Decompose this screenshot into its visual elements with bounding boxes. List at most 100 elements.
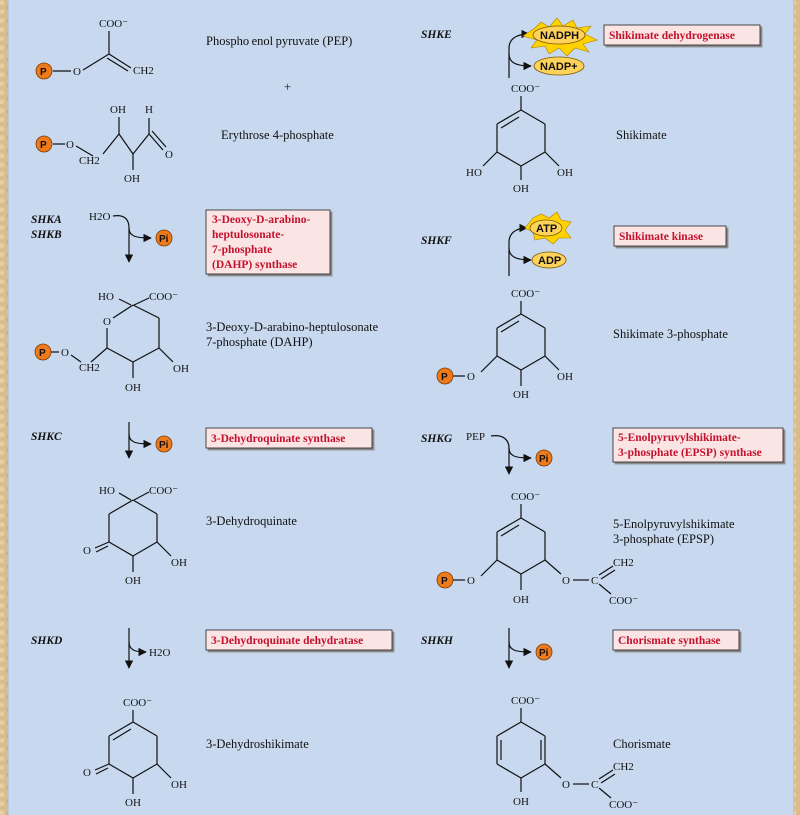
gene-shkd: SHKD xyxy=(31,635,63,647)
reaction-arrow-2: Pi xyxy=(124,422,173,459)
e4p-oh-bottom: OH xyxy=(124,173,140,185)
reaction-arrow-4: NADPH NADP+ xyxy=(508,17,598,78)
atp-label: ATP xyxy=(536,223,557,235)
phosphate-icon xyxy=(436,367,454,385)
gene-shkh: SHKH xyxy=(421,635,454,647)
gene-shkg: SHKG xyxy=(421,433,453,445)
enzyme-dahp-synthase-l4: (DAHP) synthase xyxy=(212,259,297,271)
epsp-o-left: O xyxy=(467,575,475,587)
enzyme-shikimate-dehydrogenase: Shikimate dehydrogenase xyxy=(609,30,735,42)
dahp-name-l1: 3-Deoxy-D-arabino-heptulosonate xyxy=(206,320,379,334)
shik-oh-right: OH xyxy=(557,167,573,179)
dahp-oh-bottom: OH xyxy=(125,382,141,394)
pep-ch2: CH2 xyxy=(133,65,154,77)
reaction-arrow-7: Pi xyxy=(504,628,553,669)
dhs-name: 3-Dehydroshikimate xyxy=(206,737,309,751)
pi-label: Pi xyxy=(159,234,169,245)
s3p-o: O xyxy=(467,371,475,383)
h2o-out: H2O xyxy=(149,647,170,659)
chor-coo-side: COO⁻ xyxy=(609,799,638,811)
pi-label: Pi xyxy=(539,648,549,659)
pi-icon xyxy=(155,229,173,247)
s3p-coo: COO⁻ xyxy=(511,288,540,300)
enzyme-epsp-synthase-l1: 5-Enolpyruvylshikimate- xyxy=(618,432,741,444)
enzyme-box-shikimate-dehydrogenase xyxy=(603,24,761,46)
enzyme-box-shikimate-kinase xyxy=(613,225,727,247)
epsp-c: C xyxy=(591,575,598,587)
s3p-structure: COO⁻ O P OH OH xyxy=(436,288,573,401)
dahp-ho: HO xyxy=(98,291,114,303)
dhq-structure: HO COO⁻ O OH OH xyxy=(83,485,187,587)
reaction-arrow-5: ATP ADP xyxy=(508,211,572,276)
pi-label: Pi xyxy=(159,440,169,451)
epsp-ch2: CH2 xyxy=(613,557,634,569)
pi-icon xyxy=(535,643,553,661)
nadp-badge xyxy=(533,56,585,76)
dhq-coo: COO⁻ xyxy=(149,485,178,497)
chor-coo: COO⁻ xyxy=(511,695,540,707)
enzyme-box-dhq-synthase xyxy=(205,427,373,449)
dhq-o: O xyxy=(83,545,91,557)
chor-o-right: O xyxy=(562,779,570,791)
phosphate-label: P xyxy=(40,140,47,151)
dhq-name: 3-Dehydroquinate xyxy=(206,514,297,528)
phosphate-icon xyxy=(35,62,53,80)
gene-shka: SHKA xyxy=(31,214,62,226)
shikimate-pathway-diagram: COO⁻ CH2 O P Phospho enol pyruvate (PEP)… xyxy=(31,17,784,811)
enzyme-dahp-synthase-l2: heptulosonate- xyxy=(212,229,284,241)
adp-label: ADP xyxy=(538,255,561,267)
chorismate-name: Chorismate xyxy=(613,737,671,751)
dhs-coo: COO⁻ xyxy=(123,697,152,709)
epsp-o-right: O xyxy=(562,575,570,587)
dhq-oh-right: OH xyxy=(171,557,187,569)
pi-label: Pi xyxy=(539,454,549,465)
dahp-name-l2: 7-phosphate (DAHP) xyxy=(206,335,313,349)
atp-badge xyxy=(529,219,563,237)
nadph-label: NADPH xyxy=(540,30,579,42)
phosphate-icon xyxy=(436,571,454,589)
enzyme-box-dhq-dehydratase xyxy=(205,629,393,651)
diagram-panel: COO⁻ CH2 O P Phospho enol pyruvate (PEP)… xyxy=(8,0,794,815)
shik-ho: HO xyxy=(466,167,482,179)
dahp-oh-right: OH xyxy=(173,363,189,375)
enzyme-epsp-synthase-l2: 3-phosphate (EPSP) synthase xyxy=(618,447,762,459)
epsp-structure: COO⁻ O P OH O C CH2 COO⁻ xyxy=(436,491,638,607)
chor-ch2: CH2 xyxy=(613,761,634,773)
dahp-structure: HO COO⁻ O OH OH CH2 O P xyxy=(34,291,189,394)
s3p-oh-bottom: OH xyxy=(513,389,529,401)
phosphate-label: P xyxy=(441,576,448,587)
dahp-ring-o: O xyxy=(103,316,111,328)
enzyme-box-dahp-synthase xyxy=(205,209,331,275)
epsp-coo: COO⁻ xyxy=(511,491,540,503)
phosphate-icon xyxy=(35,135,53,153)
e4p-o-ald: O xyxy=(165,149,173,161)
h2o-in: H2O xyxy=(89,211,110,223)
pep-name: Phospho enol pyruvate (PEP) xyxy=(206,34,352,48)
epsp-coo-side: COO⁻ xyxy=(609,595,638,607)
pep-in: PEP xyxy=(466,431,485,443)
pep-o: O xyxy=(73,66,81,78)
shik-coo: COO⁻ xyxy=(511,83,540,95)
e4p-h: H xyxy=(145,104,153,116)
adp-badge xyxy=(531,251,567,269)
dahp-ch2: CH2 xyxy=(79,362,100,374)
pi-icon xyxy=(535,449,553,467)
enzyme-dahp-synthase-l1: 3-Deoxy-D-arabino- xyxy=(212,214,311,226)
phosphate-label: P xyxy=(39,348,46,359)
reaction-arrow-6: PEP Pi xyxy=(466,431,553,475)
gene-shke: SHKE xyxy=(421,29,452,41)
e4p-ch2: CH2 xyxy=(79,155,100,167)
chorismate-structure: COO⁻ OH O C CH2 COO⁻ xyxy=(496,695,638,811)
phosphate-label: P xyxy=(441,372,448,383)
plus-sign: + xyxy=(284,80,291,94)
e4p-oh-top: OH xyxy=(110,104,126,116)
enzyme-dahp-synthase-l3: 7-phosphate xyxy=(212,244,272,256)
gene-shkc: SHKC xyxy=(31,431,62,443)
dhq-ho: HO xyxy=(99,485,115,497)
enzyme-dhq-synthase: 3-Dehydroquinate synthase xyxy=(211,433,345,445)
dahp-coo: COO⁻ xyxy=(149,291,178,303)
pep-structure: COO⁻ CH2 O P xyxy=(35,18,154,80)
chor-c: C xyxy=(591,779,598,791)
reaction-arrow-3: H2O xyxy=(124,628,170,669)
epsp-name-l1: 5-Enolpyruvylshikimate xyxy=(613,517,735,531)
